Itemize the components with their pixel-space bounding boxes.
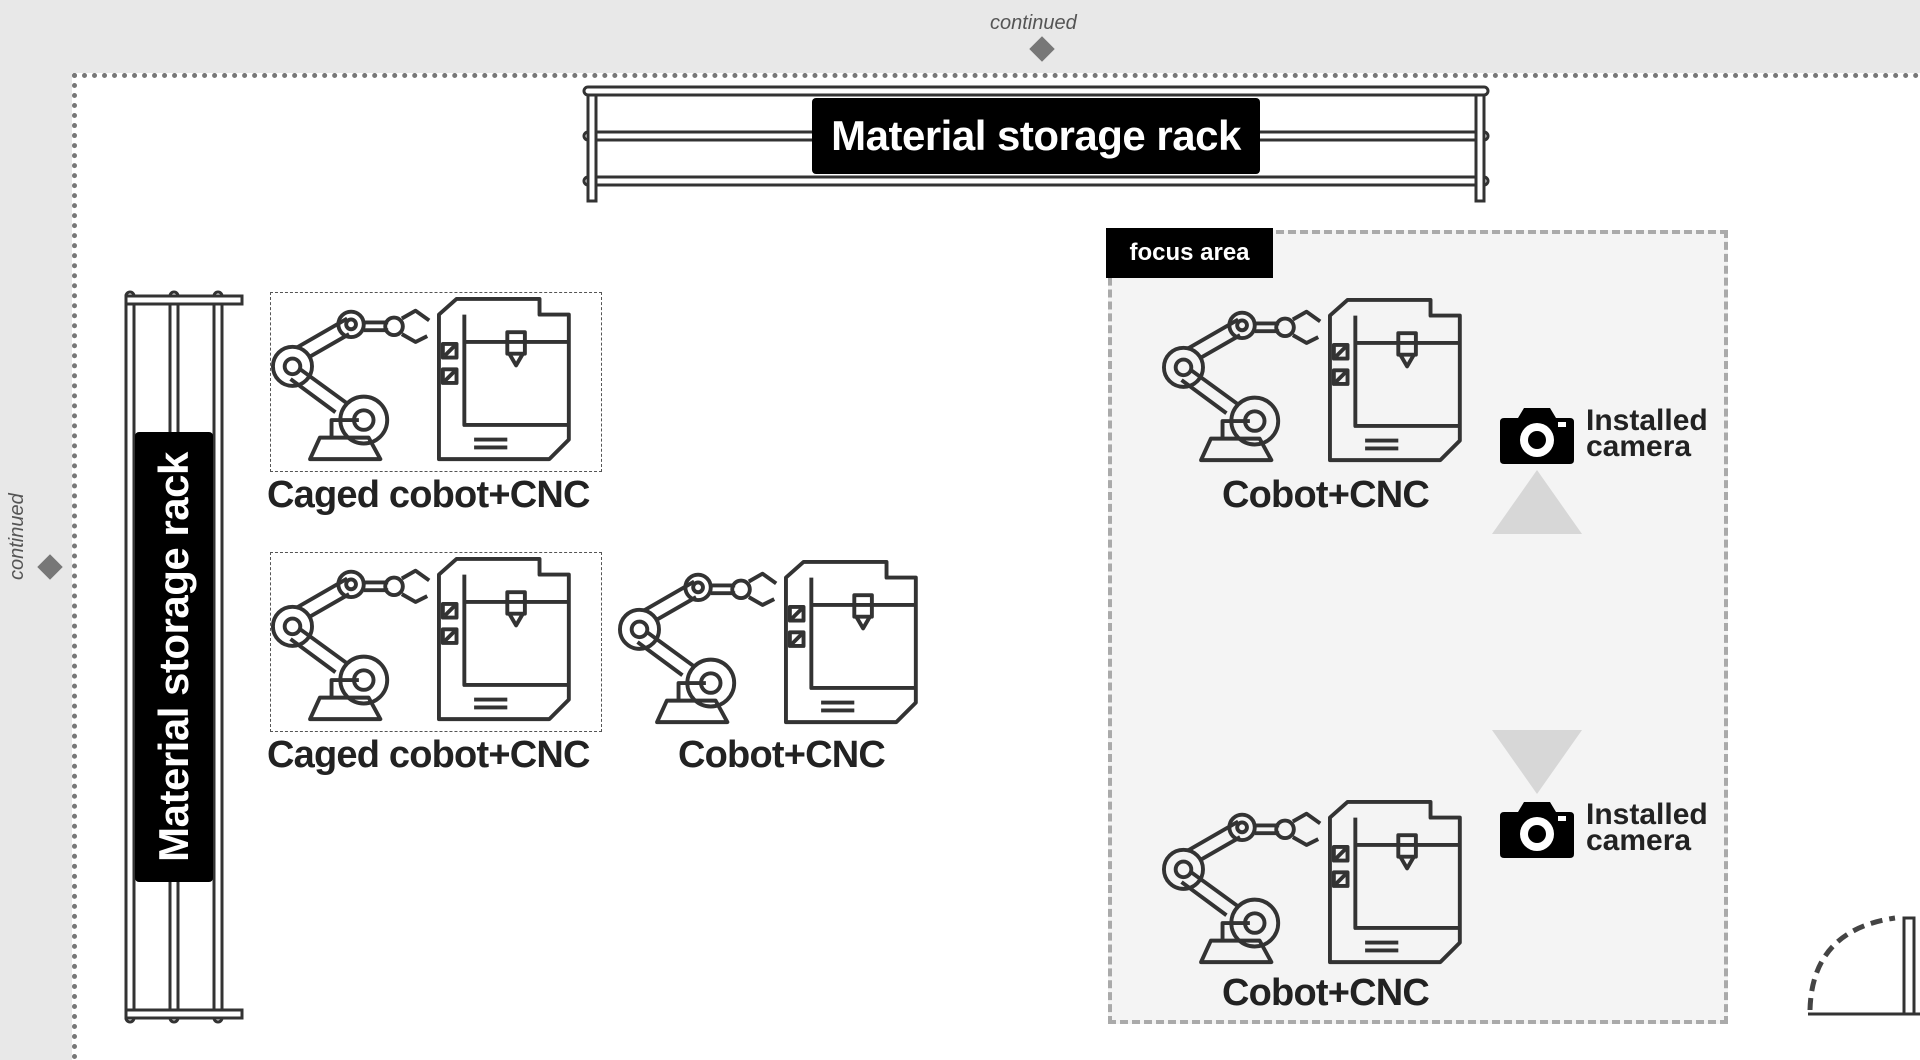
- camera-label-2: Installed camera: [1586, 798, 1708, 857]
- camera-label-1: Installed camera: [1586, 404, 1708, 463]
- camera-label-line1: Installed: [1586, 798, 1708, 831]
- cobot-cnc-unit-4: [1162, 294, 1494, 474]
- door-swing: [1807, 915, 1920, 1016]
- robot-cnc-icon: [1162, 796, 1494, 972]
- camera-icon: [1500, 798, 1574, 858]
- caged-cobot-cnc-unit-1: [270, 292, 602, 472]
- continuation-marker-left: [37, 554, 63, 580]
- camera-view-cone-2: [1492, 730, 1582, 794]
- robot-cnc-icon: [1162, 294, 1494, 470]
- unit-label-4: Cobot+CNC: [1222, 474, 1430, 516]
- unit-label-2: Caged cobot+CNC: [267, 734, 590, 776]
- unit-label-3: Cobot+CNC: [678, 734, 886, 776]
- unit-label-5: Cobot+CNC: [1222, 972, 1430, 1014]
- storage-rack-top-label: Material storage rack: [812, 98, 1260, 174]
- storage-rack-top: [582, 85, 1490, 203]
- camera-icon: [1500, 404, 1574, 464]
- continued-left-label: continued: [6, 493, 28, 580]
- camera-label-line1: Installed: [1586, 404, 1708, 437]
- caged-cobot-cnc-unit-2: [270, 552, 602, 732]
- installed-camera-2: Installed camera: [1500, 798, 1708, 858]
- storage-rack-left-label-text: Material storage rack: [150, 452, 197, 862]
- robot-cnc-icon: [271, 293, 603, 469]
- camera-label-line2: camera: [1586, 824, 1692, 857]
- cobot-cnc-unit-5: [1162, 796, 1494, 976]
- camera-view-cone-1: [1492, 470, 1582, 534]
- cobot-cnc-unit-3: [618, 556, 950, 736]
- camera-label-line2: camera: [1586, 430, 1692, 463]
- storage-rack-left-label: Material storage rack: [135, 432, 213, 882]
- robot-cnc-icon: [271, 553, 603, 729]
- continuation-marker-top: [1029, 36, 1055, 62]
- focus-area: [1108, 230, 1728, 1024]
- focus-area-label: focus area: [1106, 228, 1273, 278]
- installed-camera-1: Installed camera: [1500, 404, 1708, 464]
- continued-top-label: continued: [990, 12, 1077, 34]
- unit-label-1: Caged cobot+CNC: [267, 474, 590, 516]
- robot-cnc-icon: [618, 556, 950, 732]
